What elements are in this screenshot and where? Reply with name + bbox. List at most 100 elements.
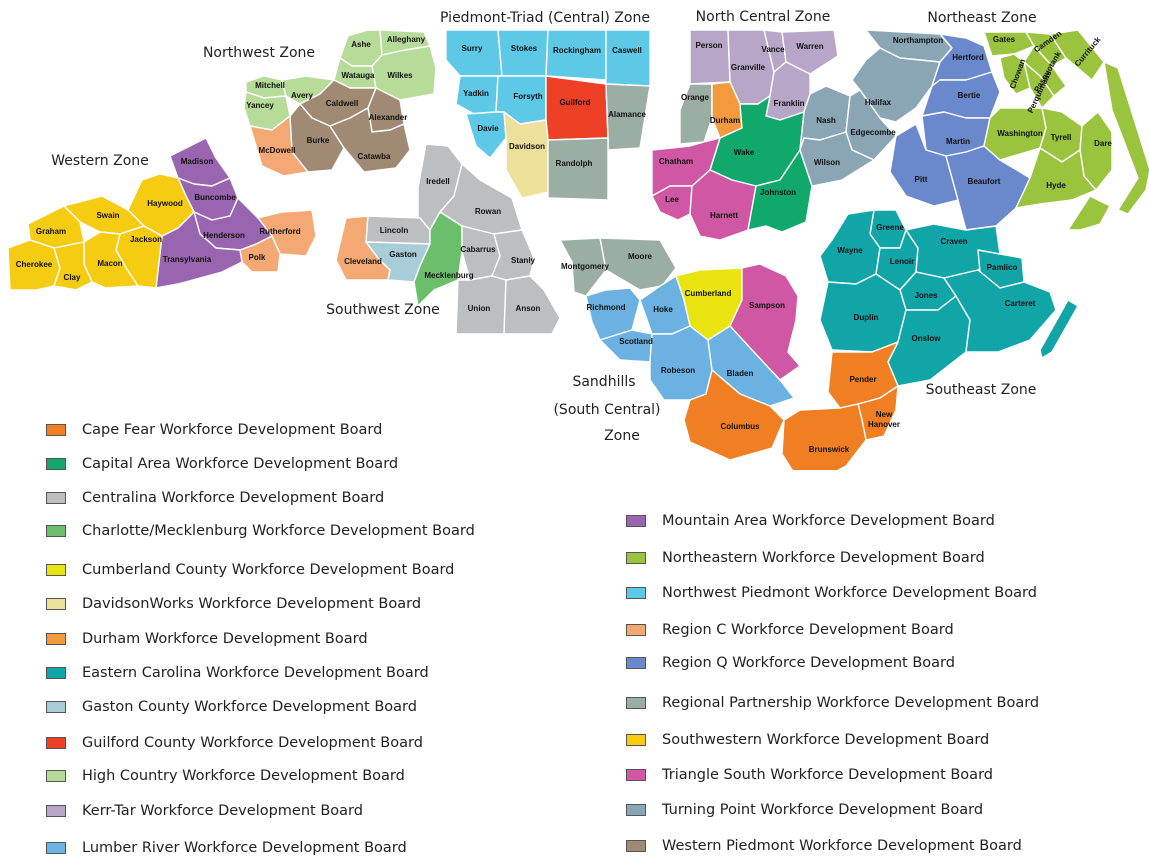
- county-davie[interactable]: [465, 111, 507, 159]
- county-catawba[interactable]: [329, 107, 411, 173]
- county-durham-label: Durham: [710, 116, 740, 125]
- county-currituck[interactable]: [1049, 29, 1105, 81]
- zone-label: Western Zone: [51, 153, 149, 169]
- county-clay[interactable]: [53, 241, 93, 291]
- county-clay-label: Clay: [64, 273, 81, 282]
- county-guilford[interactable]: [545, 75, 609, 141]
- county-gaston-label: Gaston: [389, 250, 417, 259]
- county-buncombe-label: Buncombe: [194, 193, 236, 202]
- county-davidson[interactable]: [503, 111, 549, 199]
- county-northampton-label: Northampton: [893, 36, 943, 45]
- legend-label: Mountain Area Workforce Development Boar…: [662, 513, 995, 529]
- county-surry-label: Surry: [462, 44, 483, 53]
- county-wilson[interactable]: [799, 131, 875, 187]
- county-stokes-label: Stokes: [511, 44, 538, 53]
- legend-swatch: [46, 805, 66, 817]
- county-wilkes-label: Wilkes: [387, 71, 413, 80]
- legend-swatch: [626, 804, 646, 816]
- county-davidson-label: Davidson: [509, 142, 545, 151]
- legend-label: Cape Fear Workforce Development Board: [82, 422, 383, 438]
- zone-label: (South Central): [553, 402, 660, 418]
- county-brunswick[interactable]: [781, 403, 867, 470]
- county-gates-label: Gates: [993, 35, 1016, 44]
- county-greene-label: Greene: [876, 223, 904, 232]
- county-hoke-label: Hoke: [653, 305, 673, 314]
- county-alleghany-label: Alleghany: [387, 35, 426, 44]
- county-montgomery-label: Montgomery: [561, 262, 610, 271]
- legend-swatch: [626, 624, 646, 636]
- county-wayne-label: Wayne: [837, 246, 863, 255]
- legend-item: Southwestern Workforce Development Board: [626, 730, 989, 750]
- legend-swatch: [626, 734, 646, 746]
- county-burke-label: Burke: [307, 136, 330, 145]
- county-beaufort[interactable]: [945, 145, 1031, 231]
- zone-label: Piedmont-Triad (Central) Zone: [440, 10, 650, 26]
- zone-label: Southwest Zone: [326, 302, 440, 318]
- legend-label: Western Piedmont Workforce Development B…: [662, 838, 1022, 854]
- county-person-label: Person: [695, 41, 722, 50]
- county-mcdowell[interactable]: [249, 115, 309, 177]
- county-alexander-label: Alexander: [369, 113, 408, 122]
- legend-swatch: [46, 701, 66, 713]
- legend-label: Turning Point Workforce Development Boar…: [662, 802, 984, 818]
- county-perquimans[interactable]: [1023, 61, 1055, 109]
- county-polk-label: Polk: [249, 253, 266, 262]
- county-hyde[interactable]: [1015, 147, 1097, 209]
- legend-swatch: [46, 633, 66, 645]
- county-dare-label: Dare: [1094, 139, 1112, 148]
- legend-swatch: [46, 667, 66, 679]
- county-orange-label: Orange: [681, 93, 710, 102]
- county-johnston-label: Johnston: [760, 188, 796, 197]
- county-caswell[interactable]: [605, 29, 651, 87]
- legend-label: Northwest Piedmont Workforce Development…: [662, 585, 1037, 601]
- county-mecklenburg[interactable]: [413, 211, 463, 307]
- county-richmond[interactable]: [585, 287, 641, 341]
- legend-item: Cape Fear Workforce Development Board: [46, 420, 382, 440]
- county-yancey-label: Yancey: [246, 101, 274, 110]
- county-hertford-label: Hertford: [952, 53, 984, 62]
- county-carteret[interactable]: [943, 269, 1057, 353]
- county-franklin-label: Franklin: [773, 99, 804, 108]
- county-wilkes[interactable]: [371, 45, 437, 101]
- county-johnston[interactable]: [747, 149, 813, 233]
- county-wake-label: Wake: [734, 148, 755, 157]
- county-halifax-label: Halifax: [865, 98, 892, 107]
- county-warren[interactable]: [781, 29, 839, 75]
- county-pitt-label: Pitt: [915, 175, 928, 184]
- county-richmond-label: Richmond: [586, 303, 625, 312]
- legend-label: Capital Area Workforce Development Board: [82, 456, 399, 472]
- county-person[interactable]: [689, 29, 731, 85]
- legend-item: Triangle South Workforce Development Boa…: [626, 765, 993, 785]
- zone-label: Southeast Zone: [926, 382, 1037, 398]
- legend-item: Northeastern Workforce Development Board: [626, 548, 985, 568]
- legend-item: Durham Workforce Development Board: [46, 629, 368, 649]
- county-alamance[interactable]: [605, 83, 651, 151]
- zone-label: Northeast Zone: [927, 10, 1036, 26]
- legend-label: Southwestern Workforce Development Board: [662, 732, 990, 748]
- county-randolph[interactable]: [547, 137, 609, 201]
- county-caswell-label: Caswell: [612, 46, 642, 55]
- legend-swatch: [46, 598, 66, 610]
- outer-banks-north: [1103, 61, 1149, 215]
- county-rockingham-label: Rockingham: [553, 46, 601, 55]
- county-sampson-label: Sampson: [749, 301, 785, 310]
- legend-item: DavidsonWorks Workforce Development Boar…: [46, 594, 421, 614]
- legend-item: Regional Partnership Workforce Developme…: [626, 693, 1039, 713]
- county-camden[interactable]: [1025, 31, 1067, 67]
- county-cleveland-label: Cleveland: [344, 257, 382, 266]
- county-anson[interactable]: [503, 275, 561, 335]
- county-jones-label: Jones: [914, 291, 938, 300]
- county-washington-label: Washington: [997, 129, 1043, 138]
- county-stanly-label: Stanly: [511, 256, 536, 265]
- county-sampson[interactable]: [729, 263, 801, 381]
- county-gates[interactable]: [983, 31, 1035, 57]
- legend-label: Lumber River Workforce Development Board: [82, 840, 407, 856]
- county-robeson[interactable]: [649, 325, 713, 401]
- county-cabarrus-label: Cabarrus: [460, 245, 496, 254]
- legend-swatch: [626, 769, 646, 781]
- legend-item: Northwest Piedmont Workforce Development…: [626, 583, 1037, 603]
- legend-label: Charlotte/Mecklenburg Workforce Developm…: [82, 523, 475, 539]
- county-moore[interactable]: [599, 237, 677, 291]
- legend-label: Region C Workforce Development Board: [662, 622, 954, 638]
